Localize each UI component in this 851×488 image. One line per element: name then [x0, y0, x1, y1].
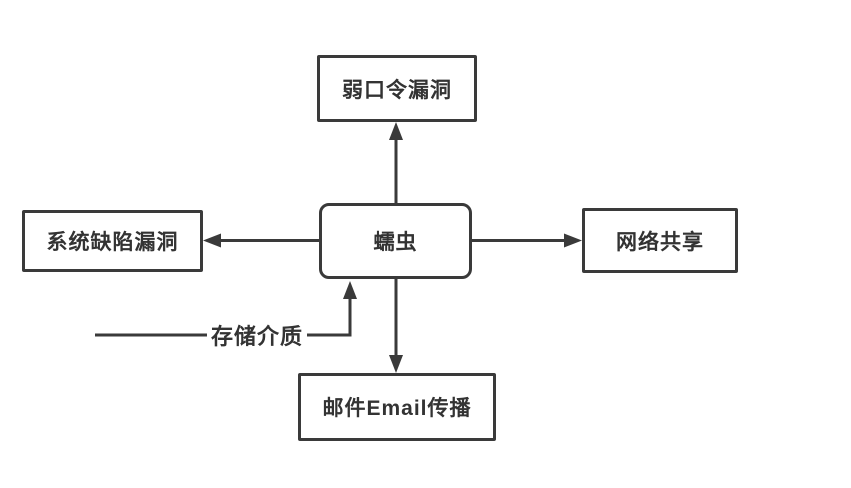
edge-worm-to-system-defect	[203, 233, 319, 248]
edge-worm-to-network-share	[472, 233, 582, 248]
label-storage-media: 存储介质	[206, 319, 308, 351]
edge-storage-media-to-worm	[95, 281, 357, 337]
node-system-defect-vulnerability: 系统缺陷漏洞	[22, 210, 203, 272]
node-label: 蠕虫	[373, 231, 418, 254]
node-network-share: 网络共享	[582, 208, 738, 273]
edge-worm-to-email-spread	[389, 279, 403, 373]
node-label: 网络共享	[616, 230, 704, 254]
node-label: 弱口令漏洞	[342, 78, 452, 102]
node-label: 邮件Email传播	[322, 397, 472, 420]
node-label: 系统缺陷漏洞	[46, 231, 179, 254]
edge-worm-to-weak-password	[389, 122, 403, 203]
node-weak-password-vulnerability: 弱口令漏洞	[317, 55, 477, 122]
node-email-spread: 邮件Email传播	[298, 373, 496, 441]
node-worm: 蠕虫	[319, 203, 472, 279]
